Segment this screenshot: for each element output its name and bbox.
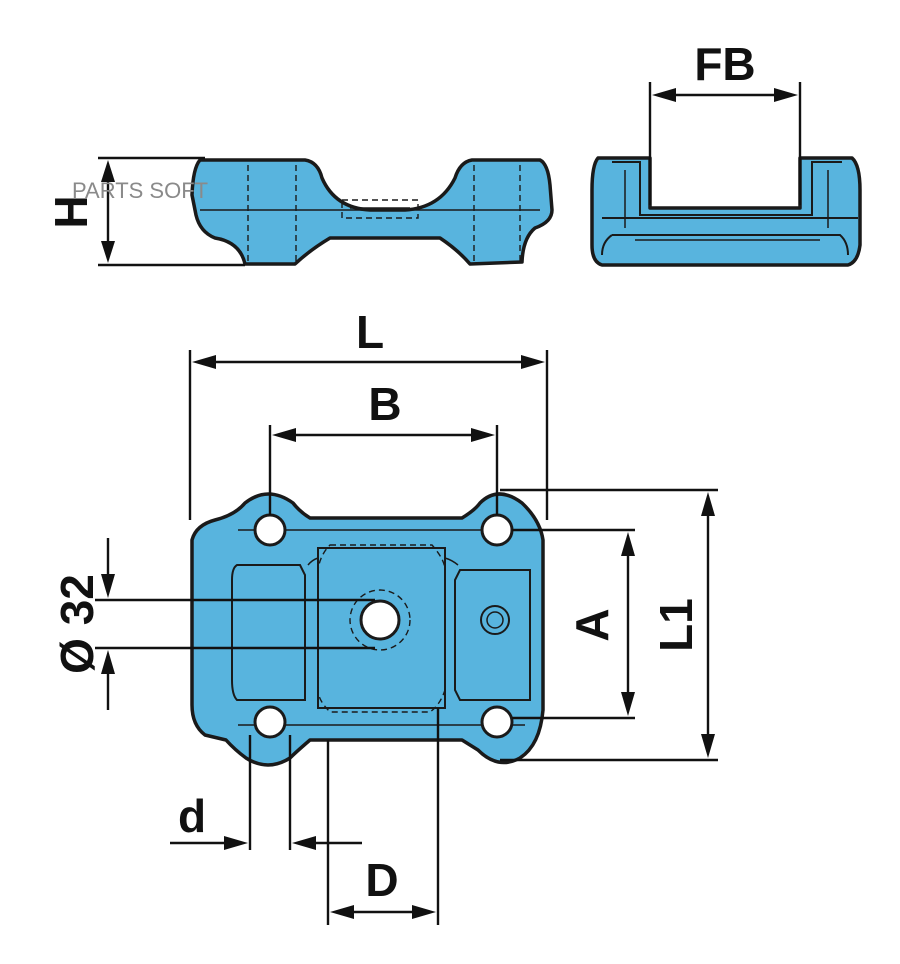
label-d-large: D — [365, 854, 398, 906]
side-view — [190, 158, 554, 266]
bolt-hole-top-right — [480, 513, 514, 547]
side-view-body — [190, 158, 554, 266]
dimension-d-large: D — [326, 708, 440, 925]
label-l: L — [356, 306, 384, 358]
dimension-fb: FB — [648, 38, 802, 205]
bolt-hole-bottom-left — [253, 705, 287, 739]
label-d-small: d — [178, 790, 206, 842]
label-l1: L1 — [650, 598, 702, 652]
dimension-a: A — [512, 528, 635, 720]
dimension-l1: L1 — [500, 488, 718, 762]
dimension-b: B — [268, 378, 499, 515]
dimension-l: L — [188, 306, 549, 520]
center-bore-hole — [359, 599, 401, 641]
plan-view — [190, 492, 545, 767]
dimension-diameter: Ø 32 — [51, 538, 375, 710]
end-view-body — [590, 156, 862, 267]
dimension-d-small: d — [170, 735, 362, 850]
label-diameter: Ø 32 — [51, 574, 103, 674]
label-a: A — [566, 608, 618, 641]
label-fb: FB — [694, 38, 755, 90]
label-h: H — [45, 195, 97, 228]
label-b: B — [368, 378, 401, 430]
end-view — [590, 156, 862, 267]
grease-nipple — [480, 605, 510, 635]
bolt-hole-bottom-right — [480, 705, 514, 739]
bolt-hole-top-left — [253, 513, 287, 547]
dimension-h: H — [45, 156, 245, 267]
watermark: PARTS SOFT — [72, 178, 208, 203]
